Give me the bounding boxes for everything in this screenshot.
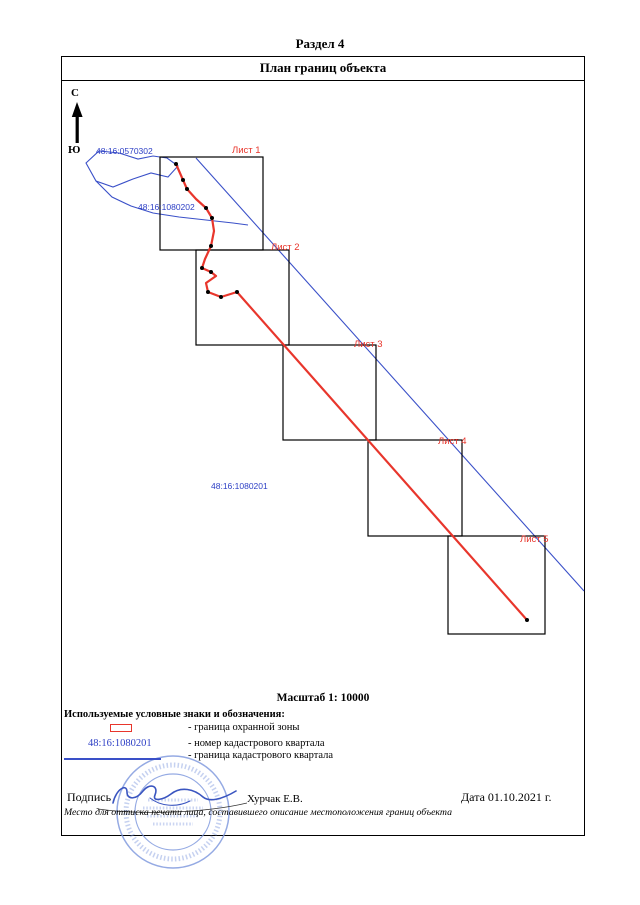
sheet-label-2: Лист 2 xyxy=(271,242,300,253)
date-label: Дата 01.10.2021 г. xyxy=(461,790,552,804)
sheet-label-5: Лист 5 xyxy=(520,534,549,545)
legend-label-quarter-number: - номер кадастрового квартала xyxy=(188,738,325,749)
scale-label: Масштаб 1: 10000 xyxy=(276,692,370,704)
legend-label-quarter-boundary: - граница кадастрового квартала xyxy=(188,750,334,761)
compass-north-label: С xyxy=(71,87,79,99)
compass-south-label: Ю xyxy=(68,144,81,156)
legend-label-protected-zone: - граница охранной зоны xyxy=(188,722,300,733)
sheet-label-4: Лист 4 xyxy=(438,436,467,447)
signature-label: Подпись xyxy=(67,790,112,804)
legend-symbol-quarter-boundary xyxy=(64,758,161,760)
section-title: Раздел 4 xyxy=(295,36,345,51)
plan-frame: План границ объекта xyxy=(61,56,585,836)
plan-title: План границ объекта xyxy=(62,57,584,81)
cadastral-quarter-label-3: 48:16:1080201 xyxy=(211,481,268,491)
cadastral-quarter-label-1: 48:16:0570302 xyxy=(96,146,153,156)
signer-name: Хурчак Е.В. xyxy=(247,793,303,805)
cadastral-quarter-label-2: 48:16:1080202 xyxy=(138,202,195,212)
legend-sample-quarter-number: 48:16:1080201 xyxy=(88,738,152,749)
sheet-label-3: Лист 3 xyxy=(354,339,383,350)
legend-symbol-protected-zone xyxy=(110,724,132,732)
sheet-label-1: Лист 1 xyxy=(232,145,261,156)
stamp-place-note: Место для оттиска печати лица, составивш… xyxy=(64,807,452,818)
legend-heading: Используемые условные знаки и обозначени… xyxy=(64,709,285,720)
